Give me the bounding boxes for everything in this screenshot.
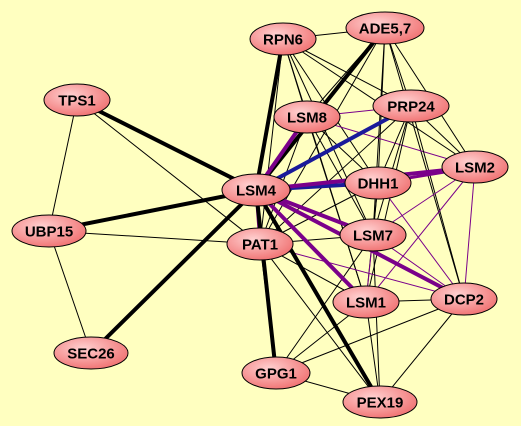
- edge-tps1-pat1: [76, 99, 261, 245]
- edge-dcp2-gpg1: [275, 298, 465, 374]
- edge-lsm4-gpg1: [254, 188, 278, 375]
- edge-lsm4-prp24: [254, 104, 413, 192]
- node-shape: [345, 11, 425, 45]
- node-lsm7[interactable]: LSM7: [339, 218, 407, 252]
- node-shape: [273, 100, 341, 134]
- node-lsm8[interactable]: LSM8: [273, 100, 341, 134]
- node-label: PRP24: [387, 99, 435, 116]
- node-label: DCP2: [444, 292, 484, 309]
- node-label: SEC26: [67, 346, 115, 363]
- edge-ade57-pat1: [259, 27, 386, 245]
- node-shape: [441, 150, 509, 184]
- edge-lsm4-ubp15: [47, 188, 258, 233]
- edge-lsm2-dcp2: [463, 166, 476, 300]
- edge-lsm2-lsm1: [365, 166, 476, 303]
- node-label: LSM7: [353, 228, 393, 245]
- node-shape: [249, 22, 317, 56]
- node-shape: [332, 285, 400, 319]
- node-shape: [11, 214, 87, 248]
- node-gpg1[interactable]: GPG1: [241, 356, 311, 390]
- node-shape: [342, 385, 418, 419]
- node-shape: [221, 173, 291, 207]
- node-label: LSM4: [236, 183, 277, 200]
- edge-dcp2-pex19: [379, 298, 465, 403]
- node-label: LSM1: [346, 295, 386, 312]
- node-label: UBP15: [25, 224, 73, 241]
- node-shape: [43, 83, 111, 117]
- node-label: LSM2: [455, 160, 495, 177]
- node-shape: [241, 356, 311, 390]
- node-shape: [430, 282, 498, 316]
- node-lsm2[interactable]: LSM2: [441, 150, 509, 184]
- node-shape: [53, 336, 129, 370]
- edge-ade57-dcp2: [384, 27, 465, 300]
- node-pex19[interactable]: PEX19: [342, 385, 418, 419]
- edge-pat1-pex19: [259, 243, 381, 403]
- node-label: DHH1: [358, 176, 399, 193]
- node-label: PAT1: [242, 237, 278, 254]
- edge-ade57-lsm7: [372, 27, 386, 236]
- node-shape: [339, 218, 407, 252]
- node-dcp2[interactable]: DCP2: [430, 282, 498, 316]
- node-lsm1[interactable]: LSM1: [332, 285, 400, 319]
- edge-lsm1-pex19: [365, 301, 381, 403]
- edge-lsm4-sec26: [89, 188, 258, 355]
- edge-prp24-dcp2: [410, 105, 465, 300]
- edge-ubp15-sec26: [48, 230, 92, 354]
- node-label: RPN6: [263, 32, 303, 49]
- node-lsm4[interactable]: LSM4: [221, 173, 291, 207]
- node-label: TPS1: [58, 93, 96, 110]
- edge-lsm4-lsm1: [254, 188, 368, 304]
- node-dhh1[interactable]: DHH1: [344, 166, 412, 200]
- node-label: GPG1: [255, 366, 297, 383]
- edge-tps1-ubp15: [48, 99, 78, 232]
- edge-lsm4-pex19: [254, 188, 382, 404]
- node-sec26[interactable]: SEC26: [53, 336, 129, 370]
- edge-lsm4-rpn6: [254, 37, 285, 192]
- node-label: ADE5,7: [359, 21, 412, 38]
- edge-prp24-lsm1: [365, 105, 412, 303]
- node-shape: [344, 166, 412, 200]
- node-ade57[interactable]: ADE5,7: [345, 11, 425, 45]
- node-rpn6[interactable]: RPN6: [249, 22, 317, 56]
- edge-rpn6-pat1: [259, 38, 284, 245]
- edge-lsm7-pex19: [372, 234, 381, 403]
- edge-lsm8-lsm7: [306, 116, 374, 236]
- node-label: LSM8: [287, 110, 327, 127]
- node-ubp15[interactable]: UBP15: [11, 214, 87, 248]
- edge-lsm4-tps1: [75, 98, 258, 192]
- edge-dhh1-dcp2: [377, 182, 465, 300]
- node-shape: [372, 89, 450, 123]
- node-prp24[interactable]: PRP24: [372, 89, 450, 123]
- edge-lsm8-lsm1: [306, 116, 367, 303]
- node-tps1[interactable]: TPS1: [43, 83, 111, 117]
- node-shape: [226, 227, 294, 261]
- node-label: PEX19: [357, 395, 404, 412]
- node-pat1[interactable]: PAT1: [226, 227, 294, 261]
